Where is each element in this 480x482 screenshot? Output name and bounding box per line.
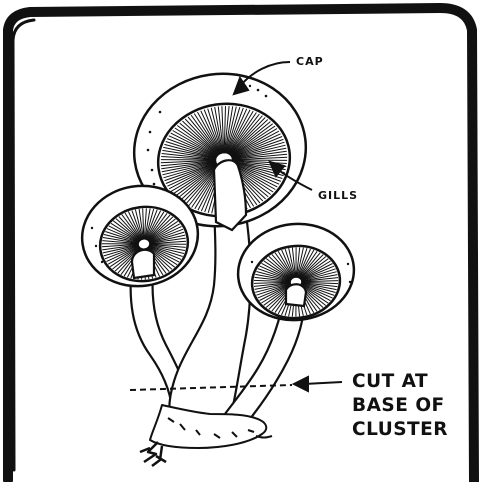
cap-label: CAP bbox=[296, 55, 324, 68]
right-cap bbox=[233, 218, 358, 326]
gills-label: GILLS bbox=[318, 189, 358, 202]
cut-label-line3: CLUSTER bbox=[352, 419, 448, 440]
cut-arrow bbox=[294, 377, 342, 391]
cut-label-line1: CUT AT bbox=[352, 371, 428, 392]
cut-label-line2: BASE OF bbox=[352, 395, 445, 416]
